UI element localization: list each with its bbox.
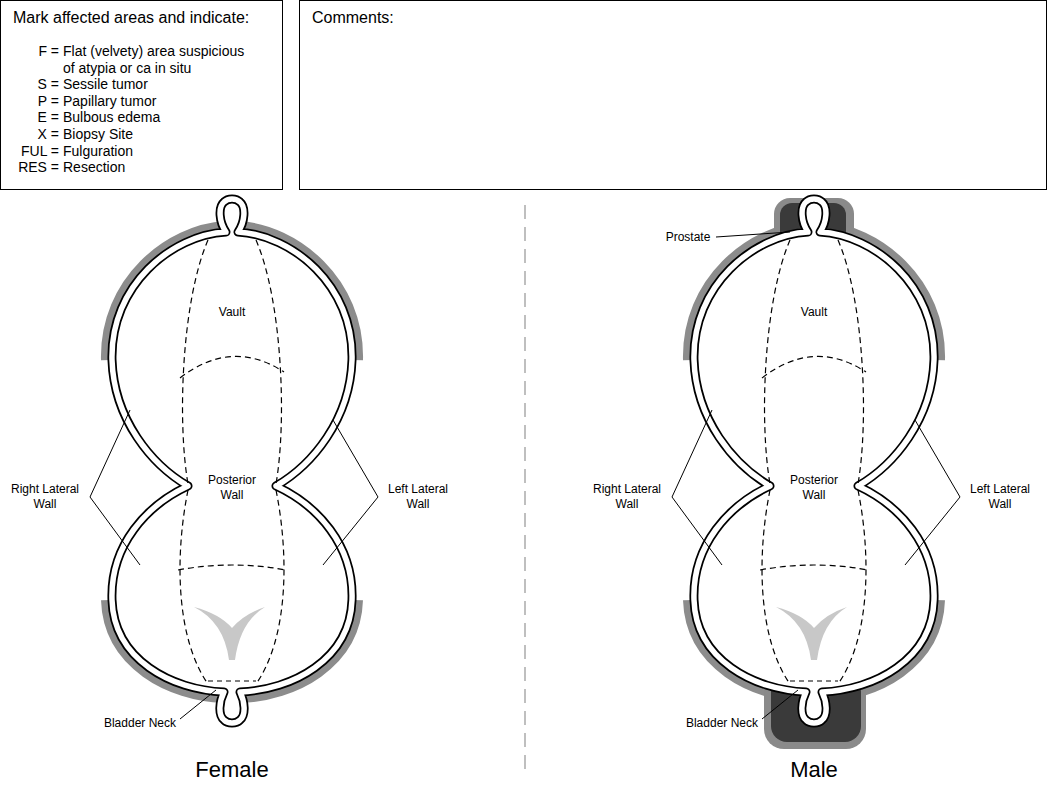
comments-box: Comments:	[299, 0, 1047, 190]
leader-line	[716, 232, 790, 237]
legend-grid: F =Flat (velvety) area suspicious of aty…	[9, 43, 253, 176]
mark-code: P =	[9, 93, 59, 110]
leader-line	[672, 410, 722, 565]
leader-line	[90, 410, 140, 565]
separator-line	[524, 205, 526, 770]
mark-code: F =	[9, 43, 59, 76]
leader-line	[180, 690, 216, 719]
leader-line	[762, 690, 798, 719]
region-label: Right Lateral Wall	[5, 482, 85, 512]
region-label: Vault	[202, 305, 262, 320]
mark-meaning: Bulbous edema	[63, 109, 253, 126]
mark-meaning: Fulguration	[63, 143, 253, 160]
female-bladder	[112, 199, 352, 723]
figure-title: Male	[744, 757, 884, 783]
region-label: Left Lateral Wall	[382, 482, 454, 512]
mark-code: S =	[9, 76, 59, 93]
box-heading: Mark affected areas and indicate:	[13, 9, 249, 27]
mark-meaning: Resection	[63, 159, 253, 176]
mark-meaning: Papillary tumor	[63, 93, 253, 110]
region-label: Right Lateral Wall	[587, 482, 667, 512]
region-label: Posterior Wall	[783, 473, 845, 503]
leader-line	[905, 420, 960, 565]
mark-code: E =	[9, 109, 59, 126]
mark-code: FUL =	[9, 143, 59, 160]
legend-box: Mark affected areas and indicate: F =Flat…	[0, 0, 283, 190]
box-heading: Comments:	[312, 9, 394, 27]
mark-meaning: Sessile tumor	[63, 76, 253, 93]
mark-meaning: Biopsy Site	[63, 126, 253, 143]
region-label: Bladder Neck	[658, 716, 758, 731]
mark-meaning: Flat (velvety) area suspicious of atypia…	[63, 43, 253, 76]
mark-code: X =	[9, 126, 59, 143]
region-label: Left Lateral Wall	[964, 482, 1036, 512]
region-label: Vault	[784, 305, 844, 320]
mark-code: RES =	[9, 159, 59, 176]
region-label: Prostate	[658, 230, 718, 245]
leader-line	[323, 420, 378, 565]
region-label: Bladder Neck	[76, 716, 176, 731]
male-bladder	[694, 199, 934, 723]
figure-title: Female	[162, 757, 302, 783]
region-label: Posterior Wall	[201, 473, 263, 503]
